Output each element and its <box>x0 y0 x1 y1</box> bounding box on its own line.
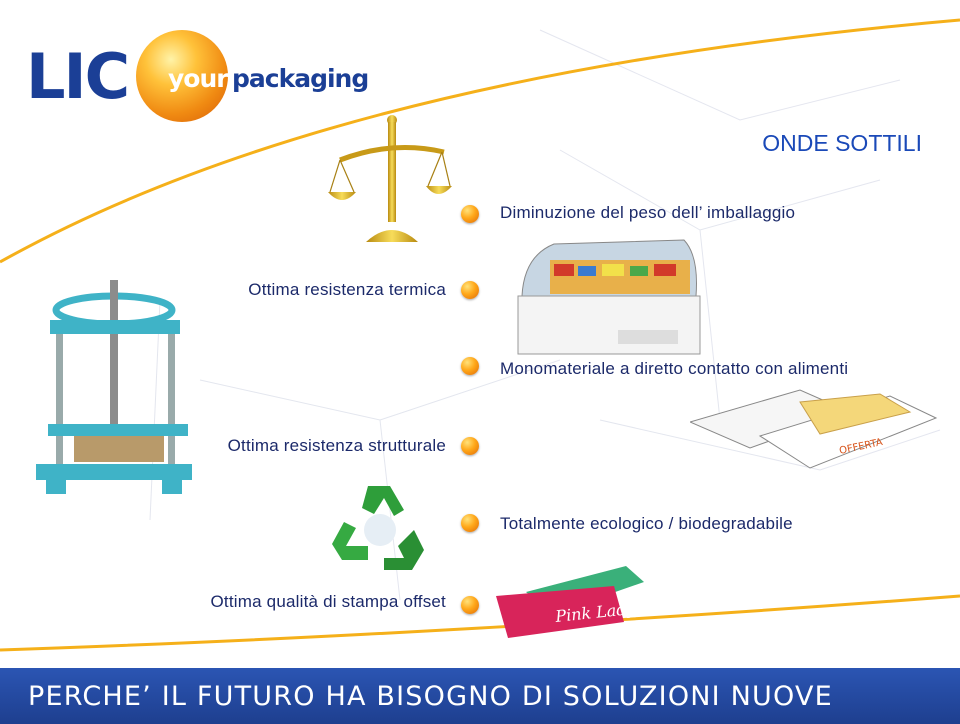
press-machine-image <box>36 280 192 494</box>
bullet-icon <box>461 596 479 614</box>
feature-item-structural: Ottima resistenza strutturale <box>227 436 446 455</box>
logo-orange-sphere <box>136 30 228 122</box>
feature-item-offset-print: Ottima qualità di stampa offset <box>210 592 446 611</box>
balance-scale-image <box>328 115 452 242</box>
logo-packaging: packaging <box>232 64 369 93</box>
bullet-icon <box>461 437 479 455</box>
recycle-symbol-image <box>332 486 424 570</box>
bullet-icon <box>461 357 479 375</box>
logo-your: your <box>168 64 229 93</box>
feature-item-weight: Diminuzione del peso dell’ imballaggio <box>500 203 796 222</box>
freezer-display-image <box>517 239 701 355</box>
feature-item-ecological: Totalmente ecologico / biodegradabile <box>500 514 793 533</box>
bullet-icon <box>461 205 479 223</box>
bullet-icon <box>461 514 479 532</box>
bullet-icon <box>461 281 479 299</box>
footer-banner: PERCHE’ IL FUTURO HA BISOGNO DI SOLUZION… <box>0 668 960 724</box>
footer-slogan: PERCHE’ IL FUTURO HA BISOGNO DI SOLUZION… <box>28 681 833 712</box>
feature-item-thermal: Ottima resistenza termica <box>248 280 446 299</box>
company-logo: LIC your packaging <box>18 28 369 128</box>
feature-item-monomaterial: Monomateriale a diretto contatto con ali… <box>500 359 849 378</box>
slide-title: ONDE SOTTILI <box>762 130 922 156</box>
cheese-tray-image: OFFERTA <box>690 389 938 469</box>
logo-mark: LIC <box>26 40 130 113</box>
pink-lady-tray-image: Pink Lady <box>496 566 644 638</box>
